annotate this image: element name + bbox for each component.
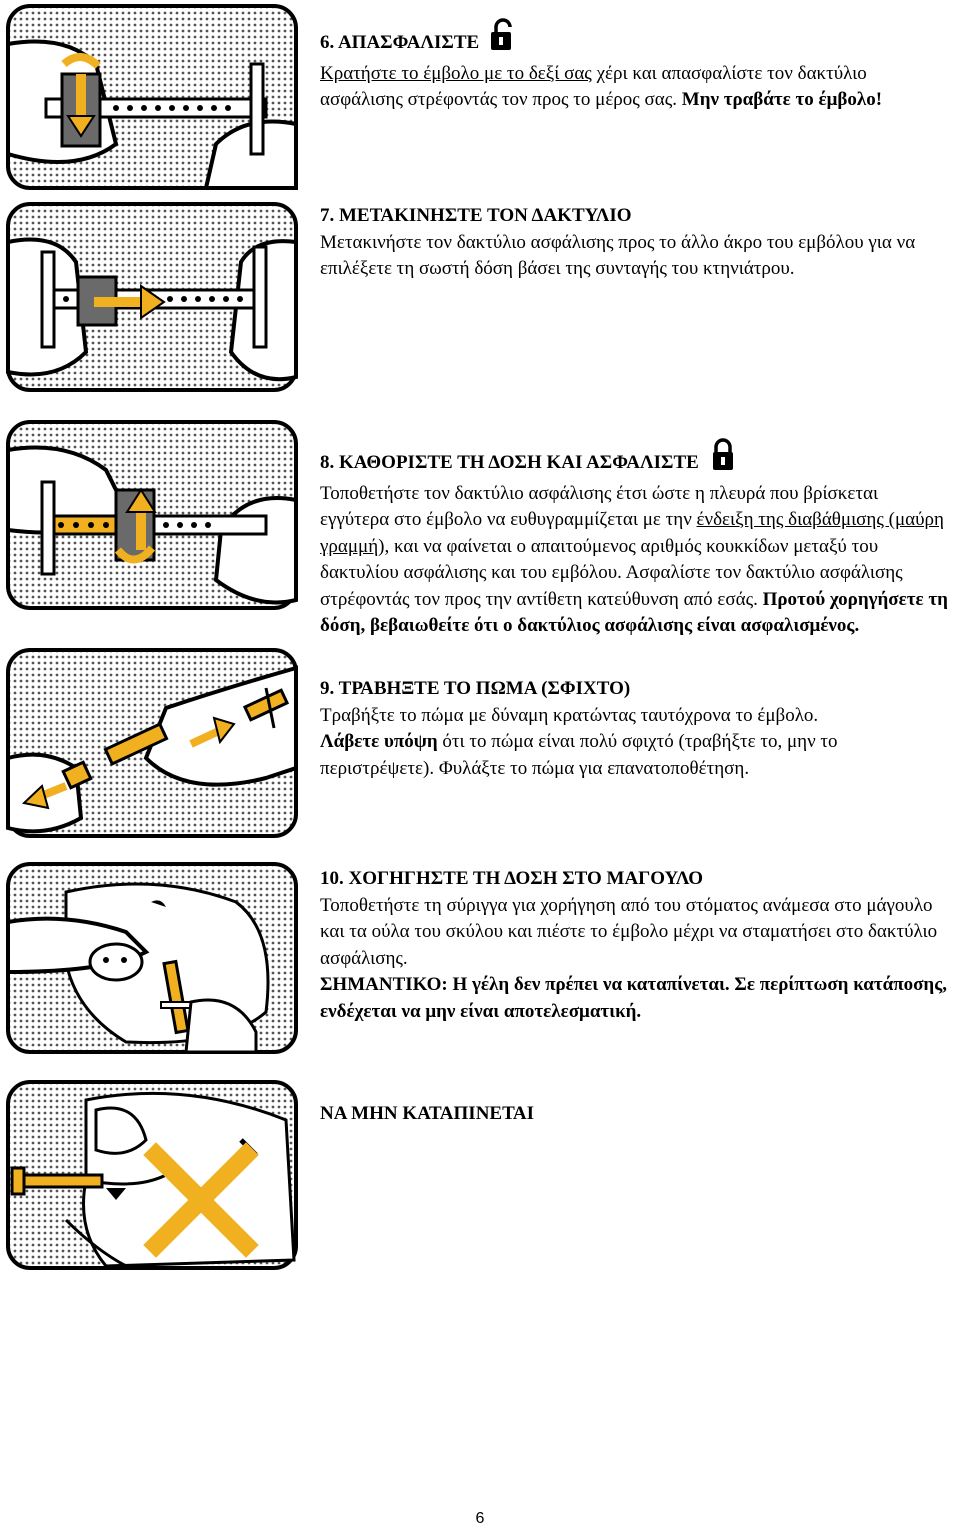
step6-warning: Μην τραβάτε το έμβολο! (681, 89, 883, 110)
step7-illustration (6, 202, 298, 392)
step8-text: 8. ΚΑΘΟΡΙΣΤΕ ΤΗ ΔΟΣΗ ΚΑΙ ΑΣΦΑΛΙΣΤΕ Τοποθ… (320, 438, 952, 640)
step10-warning: ΣΗΜΑΝΤΙΚΟ: Η γέλη δεν πρέπει να καταπίνε… (320, 974, 947, 1022)
step8-instruction: Τοποθετήστε τον δακτύλιο ασφάλισης έτσι … (320, 482, 879, 531)
step6-title: 6. ΑΠΑΣΦΑΛΙΣΤΕ (320, 32, 480, 53)
locked-padlock-icon (710, 438, 736, 481)
step8-scale-mark-text: ένδειξη της διαβάθμισης (μαύρη γραμμή), (320, 509, 944, 557)
step6-text: 6. ΑΠΑΣΦΑΛΙΣΤΕ Κρατήστε το έμβολο με το … (320, 18, 952, 114)
step9-text: 9. ΤΡΑΒΗΞΤΕ ΤΟ ΠΩΜΑ (ΣΦΙΧΤΟ) Τραβήξτε το… (320, 676, 952, 782)
step9-illustration (6, 648, 298, 838)
step10-illustration (6, 862, 298, 1054)
do-not-swallow-illustration (6, 1080, 298, 1270)
step9-note: ότι το πώμα είναι πολύ σφιχτό (τραβήξτε … (320, 731, 838, 779)
step8-instruction-cont: και να φαίνεται ο απαιτούμενος αριθμός κ… (320, 535, 903, 610)
step8-title: 8. ΚΑΘΟΡΙΣΤΕ ΤΗ ΔΟΣΗ ΚΑΙ ΑΣΦΑΛΙΣΤΕ (320, 452, 699, 473)
step10-instruction: Τοποθετήστε τη σύριγγα για χορήγηση από … (320, 894, 938, 969)
step10-title: 10. ΧΟΓΗΓΗΣΤΕ ΤΗ ΔΟΣΗ ΣΤΟ ΜΑΓΟΥΛΟ (320, 868, 704, 889)
step7-instruction: Μετακινήστε τον δακτύλιο ασφάλισης προς … (320, 231, 916, 280)
unlocked-padlock-icon (490, 18, 516, 61)
do-not-swallow-text: ΝΑ ΜΗΝ ΚΑΤΑΠΙΝΕΤΑΙ (320, 1101, 952, 1128)
step7-title: 7. ΜΕΤΑΚΙΝΗΣΤΕ ΤΟΝ ΔΑΚΤΥΛΙΟ (320, 205, 632, 226)
do-not-swallow-title: ΝΑ ΜΗΝ ΚΑΤΑΠΙΝΕΤΑΙ (320, 1103, 535, 1124)
step6-instruction-underlined: Κρατήστε το έμβολο με το δεξί σας (320, 62, 592, 84)
step7-text: 7. ΜΕΤΑΚΙΝΗΣΤΕ ΤΟΝ ΔΑΚΤΥΛΙΟ Μετακινήστε … (320, 203, 952, 283)
page-number: 6 (475, 1510, 485, 1527)
step8-warning: Προτού χορηγήσετε τη δόση, βεβαιωθείτε ό… (320, 588, 948, 637)
step9-title: 9. ΤΡΑΒΗΞΤΕ ΤΟ ΠΩΜΑ (ΣΦΙΧΤΟ) (320, 678, 631, 699)
step9-instruction: Τραβήξτε το πώμα με δύναμη κρατώντας ταυ… (320, 704, 819, 726)
step6-illustration (6, 4, 298, 190)
step6-instruction: χέρι και απασφαλίστε τον δακτύλιο ασφάλι… (320, 62, 867, 111)
step9-note-label: Λάβετε υπόψη (320, 731, 438, 752)
step8-illustration (6, 420, 298, 610)
step10-text: 10. ΧΟΓΗΓΗΣΤΕ ΤΗ ΔΟΣΗ ΣΤΟ ΜΑΓΟΥΛΟ Τοποθε… (320, 866, 952, 1025)
